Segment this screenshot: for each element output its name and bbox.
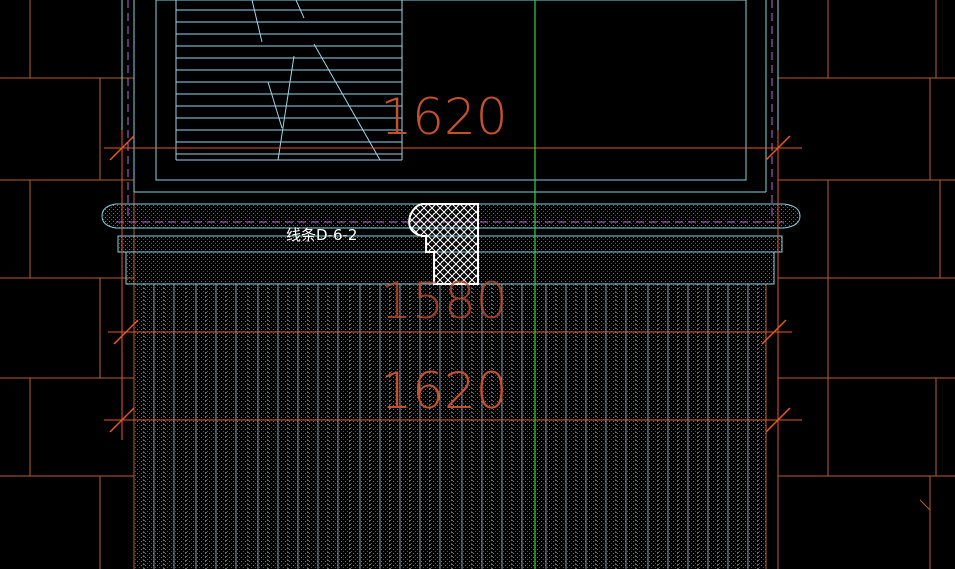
dimension-text-middle: 1580: [380, 272, 507, 330]
dimension-lines: [104, 130, 802, 440]
brick-wall-left: [0, 0, 135, 569]
profile-label: 线条D-6-2: [286, 226, 357, 244]
purple-dashed-guides: [127, 0, 773, 222]
dimension-text-top: 1620: [380, 88, 507, 146]
brick-wall-right: [777, 0, 955, 569]
stair-treads: [175, 0, 403, 161]
door-frame: [121, 0, 779, 206]
dimension-text-bottom: 1620: [380, 362, 507, 420]
